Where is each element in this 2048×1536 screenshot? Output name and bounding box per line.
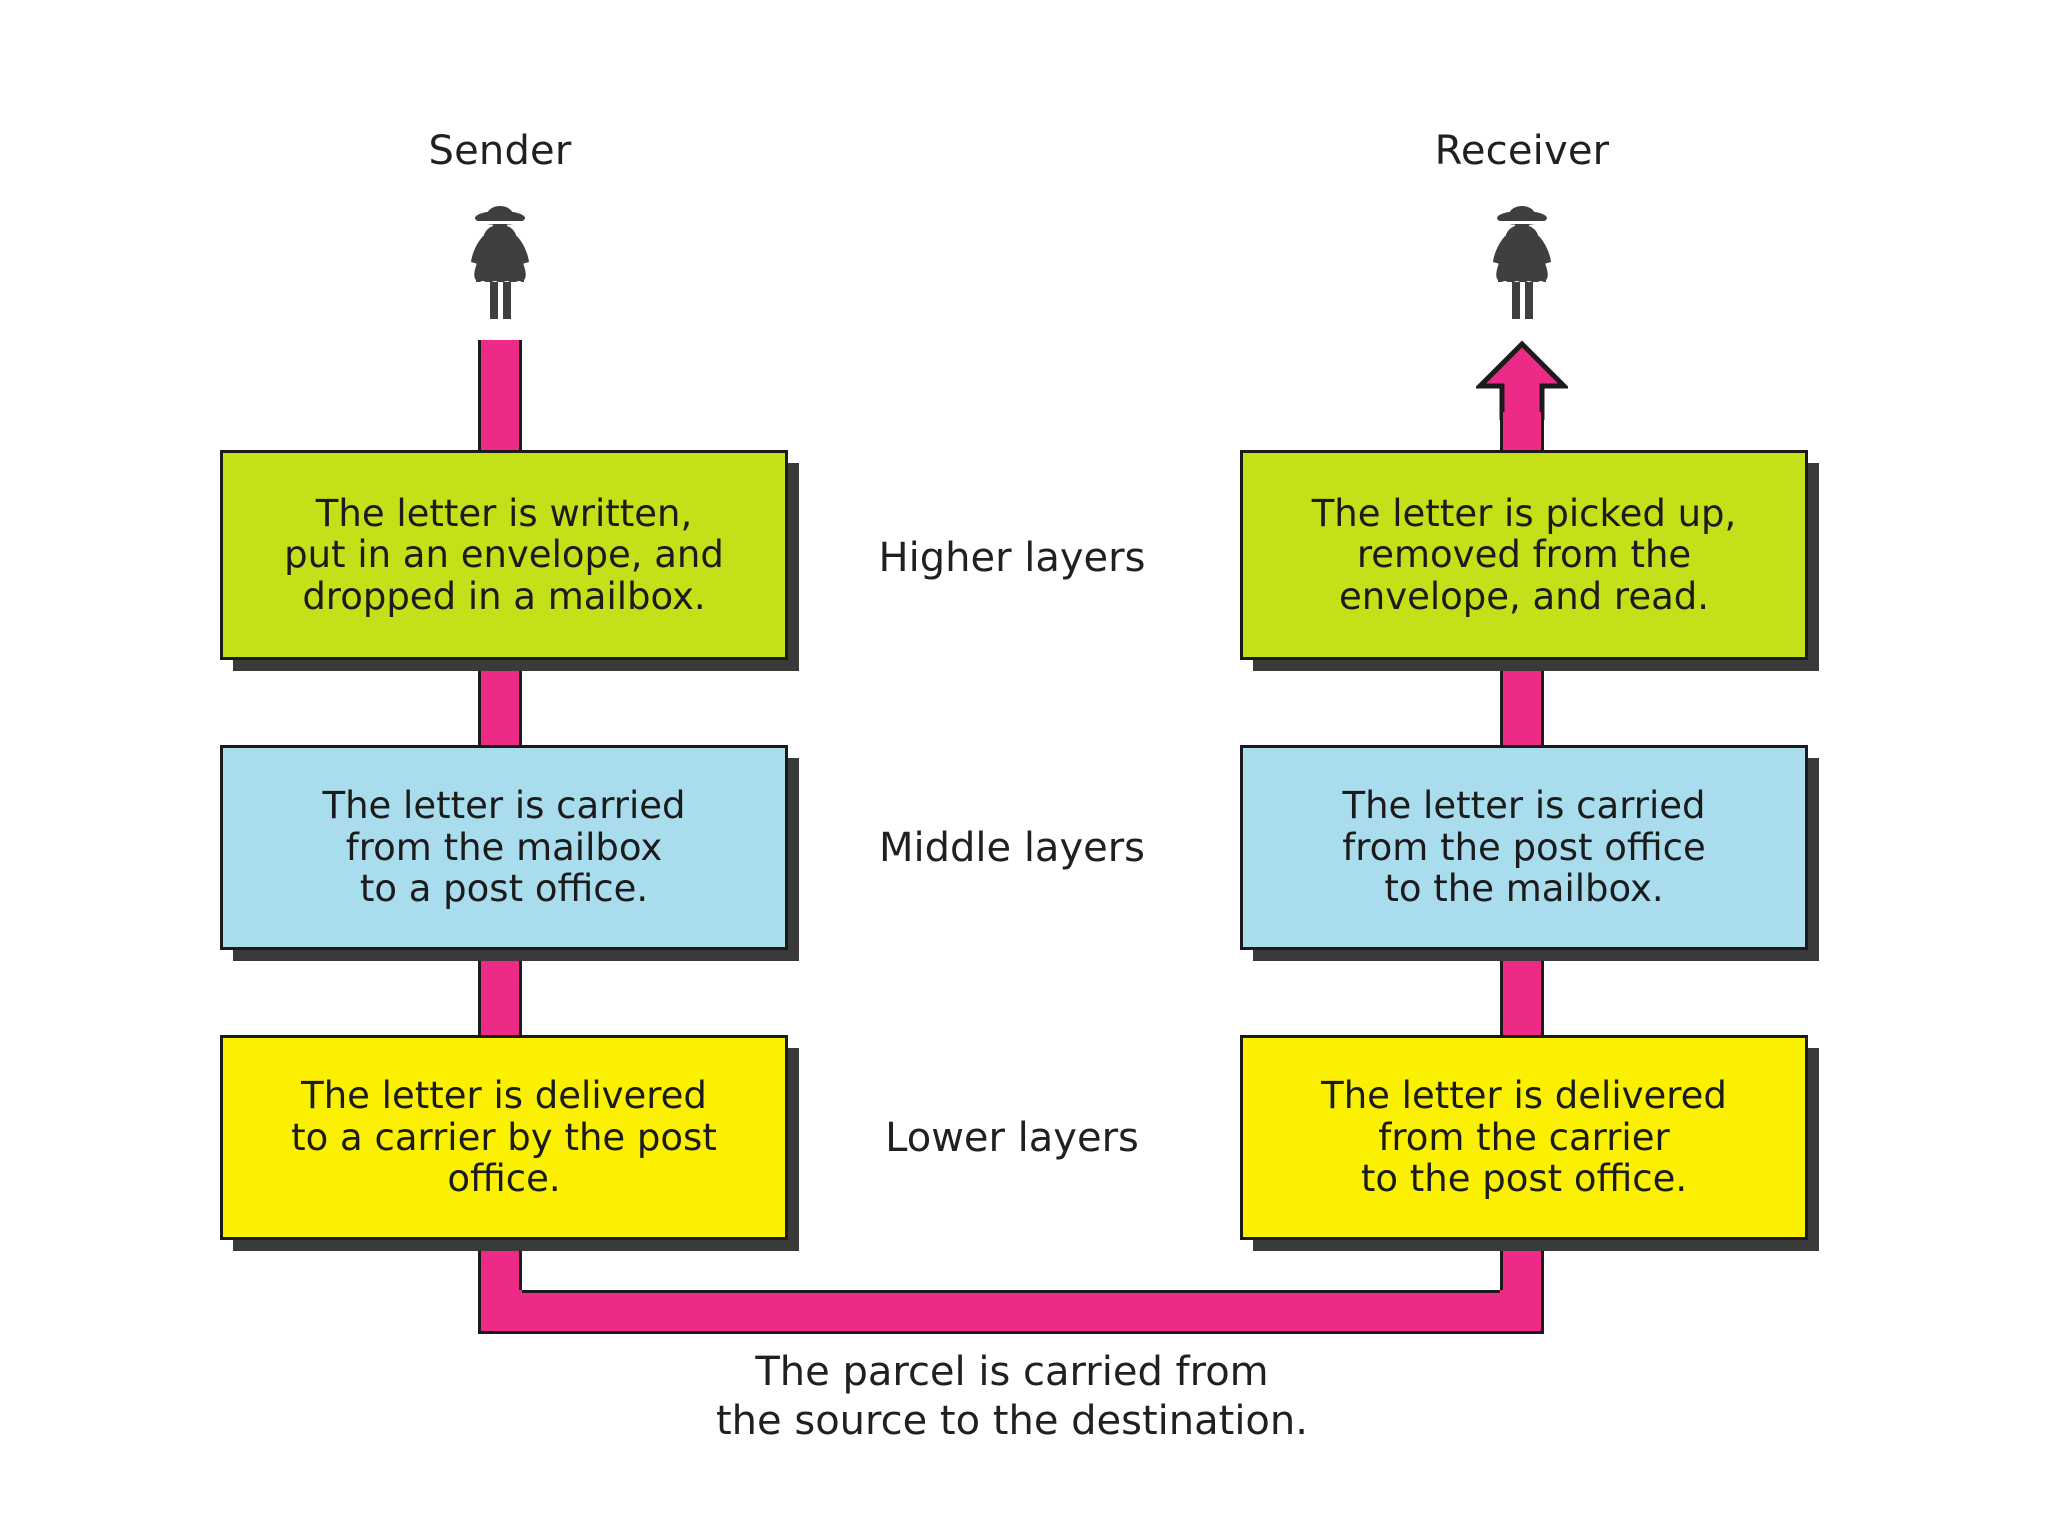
sender-box-lower-layers-text: The letter is delivered to a carrier by … xyxy=(291,1074,717,1201)
receiver-box-higher-layers-text: The letter is picked up, removed from th… xyxy=(1311,491,1737,618)
caption-lower-layers: Lower layers xyxy=(885,1115,1139,1161)
receiver-pipe-top xyxy=(1500,412,1544,456)
sender-box-lower-layers[interactable]: The letter is delivered to a carrier by … xyxy=(220,1035,788,1240)
receiver-box-higher-layers[interactable]: The letter is picked up, removed from th… xyxy=(1240,450,1808,660)
receiver-box-middle-layers[interactable]: The letter is carried from the post offi… xyxy=(1240,745,1808,950)
receiver-pipe-middle-lower xyxy=(1500,944,1544,1042)
sender-label: Sender xyxy=(428,128,572,174)
arrow-up-icon xyxy=(1473,340,1571,423)
receiver-pipe-upper-middle xyxy=(1500,650,1544,750)
sender-box-higher-layers[interactable]: The letter is written, put in an envelop… xyxy=(220,450,788,660)
receiver-label: Receiver xyxy=(1434,128,1610,174)
sender-pipe-middle-lower xyxy=(478,944,522,1042)
receiver-woman-figure-icon xyxy=(1474,192,1570,322)
sender-pipe-upper-middle xyxy=(478,650,522,750)
sender-box-middle-layers-text: The letter is carried from the mailbox t… xyxy=(322,784,686,911)
caption-higher-layers: Higher layers xyxy=(878,535,1146,581)
receiver-box-middle-layers-text: The letter is carried from the post offi… xyxy=(1342,784,1706,911)
bottom-connector-bar xyxy=(478,1290,1544,1334)
sender-pipe-top xyxy=(478,340,522,456)
bottom-connector-corner-right xyxy=(1500,1290,1544,1334)
receiver-box-lower-layers-text: The letter is delivered from the carrier… xyxy=(1321,1074,1727,1201)
bottom-caption: The parcel is carried from the source to… xyxy=(716,1349,1308,1444)
bottom-connector-corner-left xyxy=(478,1290,522,1334)
sender-woman-figure-icon xyxy=(452,192,548,322)
receiver-box-lower-layers[interactable]: The letter is delivered from the carrier… xyxy=(1240,1035,1808,1240)
sender-box-higher-layers-text: The letter is written, put in an envelop… xyxy=(284,491,724,618)
caption-middle-layers: Middle layers xyxy=(878,825,1146,871)
sender-box-middle-layers[interactable]: The letter is carried from the mailbox t… xyxy=(220,745,788,950)
